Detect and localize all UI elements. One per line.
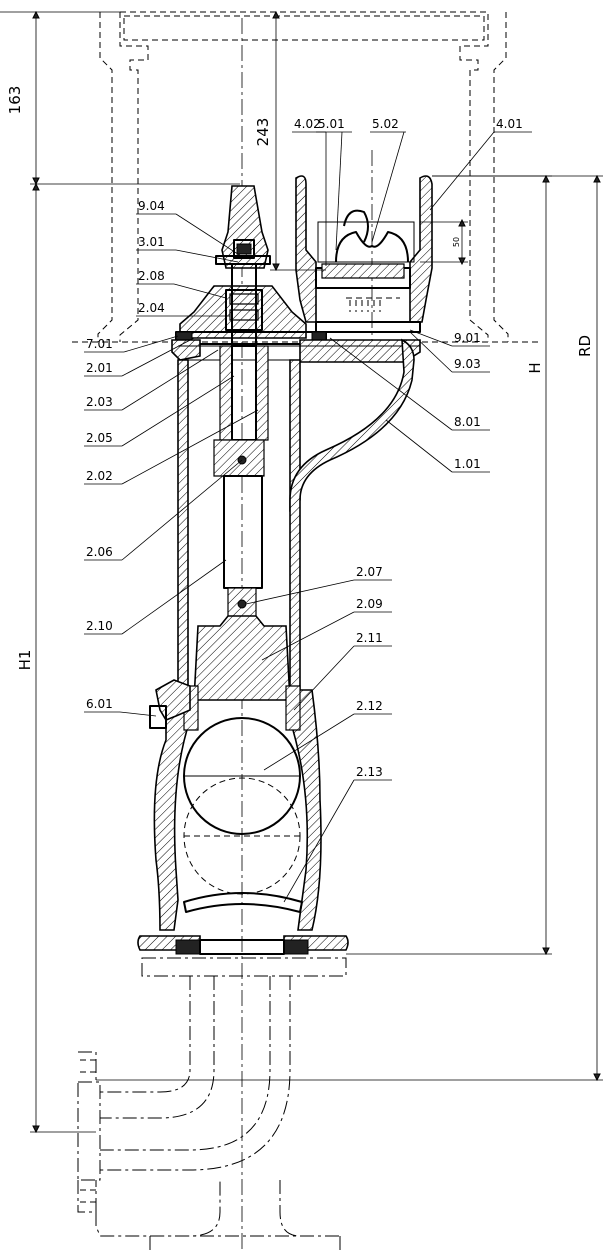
dim-163: 163 [6, 86, 24, 115]
label-2-11: 2.11 [356, 631, 383, 645]
spindle [213, 263, 269, 619]
leader-lines [84, 131, 532, 903]
label-9-01: 9.01 [454, 331, 481, 345]
dim-50: 50 [452, 237, 461, 247]
label-4-01: 4.01 [496, 117, 523, 131]
standpipe [177, 338, 415, 691]
dim-h: H [526, 362, 544, 373]
label-2-06: 2.06 [86, 545, 113, 559]
part-labels: 4.02 5.01 5.02 4.01 9.04 3.01 2.08 2.04 … [86, 117, 523, 779]
label-2-08: 2.08 [138, 269, 165, 283]
label-2-10: 2.10 [86, 619, 113, 633]
label-2-02: 2.02 [86, 469, 113, 483]
label-5-01: 5.01 [318, 117, 345, 131]
label-9-03: 9.03 [454, 357, 481, 371]
dim-rd: RD [576, 335, 594, 357]
label-6-01: 6.01 [86, 697, 113, 711]
label-2-12: 2.12 [356, 699, 383, 713]
base-flange [137, 892, 349, 955]
label-8-01: 8.01 [454, 415, 481, 429]
label-2-03: 2.03 [86, 395, 113, 409]
outlet-coupling [295, 175, 468, 353]
valve-plug [183, 615, 301, 731]
operating-nut [215, 185, 271, 269]
lower-elbow-outline [77, 957, 347, 1251]
label-5-02: 5.02 [372, 117, 399, 131]
label-9-04: 9.04 [138, 199, 165, 213]
label-2-09: 2.09 [356, 597, 383, 611]
label-1-01: 1.01 [454, 457, 481, 471]
label-2-04: 2.04 [138, 301, 165, 315]
valve-body [153, 689, 322, 931]
label-2-01: 2.01 [86, 361, 113, 375]
drain-valve [149, 679, 191, 729]
label-2-07: 2.07 [356, 565, 383, 579]
label-2-13: 2.13 [356, 765, 383, 779]
dimension-lines [0, 10, 603, 1134]
dim-h1: H1 [16, 650, 34, 671]
label-3-01: 3.01 [138, 235, 165, 249]
label-7-01: 7.01 [86, 337, 113, 351]
label-2-05: 2.05 [86, 431, 113, 445]
dim-243: 243 [254, 118, 272, 147]
label-4-02: 4.02 [294, 117, 321, 131]
upper-flange [171, 339, 421, 363]
